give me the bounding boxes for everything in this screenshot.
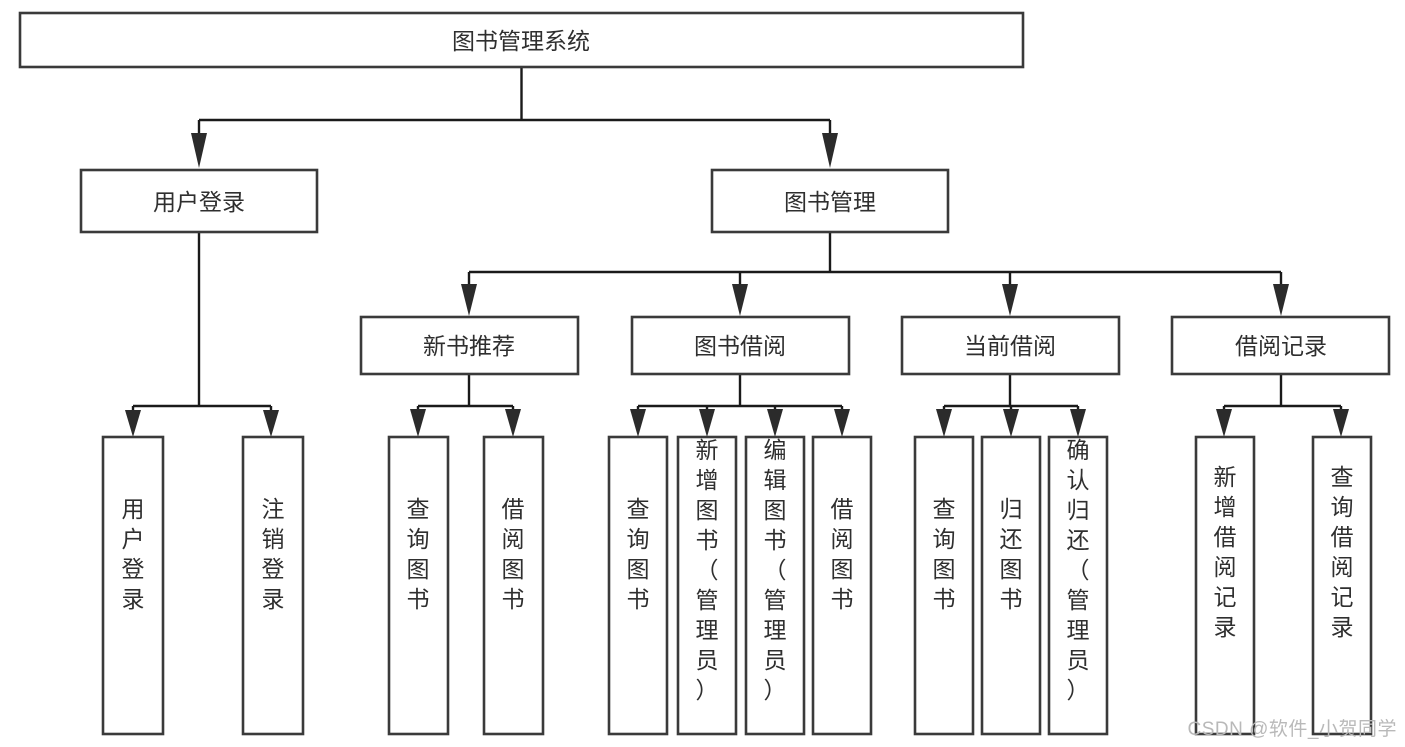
arrow-to-leaf-query-book-3 xyxy=(936,409,952,437)
leaf-borrow-book-2[interactable]: 借阅图书 xyxy=(811,435,873,736)
leaf-add-record[interactable]: 新增借阅记录 xyxy=(1194,435,1256,736)
node-borrow-record[interactable]: 借阅记录 xyxy=(1170,315,1391,376)
leaf-add-record-label: 新增借阅记录 xyxy=(1214,464,1237,640)
node-book-manage[interactable]: 图书管理 xyxy=(710,168,950,234)
connector-group-current-borrow xyxy=(936,374,1086,437)
connector-group-borrow-record xyxy=(1216,374,1349,437)
node-root-label: 图书管理系统 xyxy=(452,28,590,54)
leaf-borrow-book-1[interactable]: 借阅图书 xyxy=(482,435,545,736)
leaf-confirm-return-label: 确认归还（管理员） xyxy=(1067,437,1090,703)
arrow-to-leaf-query-book-2 xyxy=(630,409,646,437)
arrow-root-to-book-manage xyxy=(822,133,838,168)
leaf-query-book-1-rect[interactable] xyxy=(387,435,450,736)
node-current-borrow-rect[interactable] xyxy=(900,315,1121,376)
leaf-query-book-3[interactable]: 查询图书 xyxy=(913,435,975,736)
leaf-query-record-label: 查询借阅记录 xyxy=(1331,464,1354,640)
connector-group-book-manage xyxy=(461,232,1289,316)
node-user-login-label: 用户登录 xyxy=(153,189,245,215)
leaf-query-record[interactable]: 查询借阅记录 xyxy=(1311,435,1373,736)
leaf-edit-book[interactable]: 编辑图书（管理员） xyxy=(744,435,806,736)
node-new-book-recommend-rect[interactable] xyxy=(359,315,580,376)
leaf-add-book-rect[interactable] xyxy=(676,435,738,736)
node-new-book-recommend[interactable]: 新书推荐 xyxy=(359,315,580,376)
leaf-return-book[interactable]: 归还图书 xyxy=(980,435,1042,736)
arrow-to-leaf-confirm-return xyxy=(1070,409,1086,437)
leaf-query-book-2-label: 查询图书 xyxy=(627,496,650,612)
leaf-query-book-3-rect[interactable] xyxy=(913,435,975,736)
leaf-edit-book-rect[interactable] xyxy=(744,435,806,736)
leaf-add-book-label: 新增图书（管理员） xyxy=(696,437,719,703)
arrow-root-to-user-login xyxy=(191,133,207,168)
arrow-to-leaf-user-login xyxy=(125,410,141,437)
leaf-borrow-book-2-rect[interactable] xyxy=(811,435,873,736)
leaf-edit-book-label: 编辑图书（管理员） xyxy=(764,437,787,703)
node-user-login-rect[interactable] xyxy=(79,168,319,234)
connector-group-new-book-recommend xyxy=(410,374,521,437)
arrow-to-leaf-add-record xyxy=(1216,409,1232,437)
leaf-query-book-1[interactable]: 查询图书 xyxy=(387,435,450,736)
leaf-confirm-return[interactable]: 确认归还（管理员） xyxy=(1047,435,1109,736)
node-book-manage-rect[interactable] xyxy=(710,168,950,234)
node-book-borrow-rect[interactable] xyxy=(630,315,851,376)
leaf-user-login-rect[interactable] xyxy=(101,435,165,736)
arrow-to-leaf-query-record xyxy=(1333,409,1349,437)
arrow-to-current-borrow xyxy=(1002,284,1018,316)
node-root[interactable]: 图书管理系统 xyxy=(18,11,1025,69)
leaf-borrow-book-1-label: 借阅图书 xyxy=(502,496,525,612)
arrow-to-leaf-add-book xyxy=(699,409,715,437)
leaf-logout[interactable]: 注销登录 xyxy=(241,435,305,736)
arrow-to-leaf-borrow-book-1 xyxy=(505,409,521,437)
arrow-to-leaf-logout xyxy=(263,410,279,437)
leaf-user-login-label: 用户登录 xyxy=(122,496,145,612)
leaf-return-book-rect[interactable] xyxy=(980,435,1042,736)
leaf-query-book-1-label: 查询图书 xyxy=(407,496,430,612)
leaf-query-record-rect[interactable] xyxy=(1311,435,1373,736)
node-user-login[interactable]: 用户登录 xyxy=(79,168,319,234)
leaf-add-book[interactable]: 新增图书（管理员） xyxy=(676,435,738,736)
leaf-query-book-2[interactable]: 查询图书 xyxy=(607,435,669,736)
node-current-borrow-label: 当前借阅 xyxy=(964,333,1056,359)
arrow-to-book-borrow xyxy=(732,284,748,316)
node-new-book-recommend-label: 新书推荐 xyxy=(423,333,515,359)
node-book-borrow-label: 图书借阅 xyxy=(694,333,786,359)
leaf-logout-rect[interactable] xyxy=(241,435,305,736)
leaf-query-book-3-label: 查询图书 xyxy=(933,496,956,612)
arrow-to-borrow-record xyxy=(1273,284,1289,316)
node-borrow-record-rect[interactable] xyxy=(1170,315,1391,376)
leaf-logout-label: 注销登录 xyxy=(262,496,285,612)
leaf-query-book-2-rect[interactable] xyxy=(607,435,669,736)
leaf-confirm-return-rect[interactable] xyxy=(1047,435,1109,736)
connector-group-user-login xyxy=(125,232,279,437)
node-book-borrow[interactable]: 图书借阅 xyxy=(630,315,851,376)
node-root-rect[interactable] xyxy=(18,11,1025,69)
node-current-borrow[interactable]: 当前借阅 xyxy=(900,315,1121,376)
leaf-borrow-book-2-label: 借阅图书 xyxy=(831,496,854,612)
arrow-to-leaf-query-book-1 xyxy=(410,409,426,437)
leaf-user-login[interactable]: 用户登录 xyxy=(101,435,165,736)
leaf-borrow-book-1-rect[interactable] xyxy=(482,435,545,736)
node-book-manage-label: 图书管理 xyxy=(784,189,876,215)
arrow-to-new-book-recommend xyxy=(461,284,477,316)
arrow-to-leaf-borrow-book-2 xyxy=(834,409,850,437)
leaf-return-book-label: 归还图书 xyxy=(1000,496,1023,612)
arrow-to-leaf-return-book xyxy=(1003,409,1019,437)
node-borrow-record-label: 借阅记录 xyxy=(1235,333,1327,359)
connector-group-root xyxy=(191,67,838,168)
arrow-to-leaf-edit-book xyxy=(767,409,783,437)
connector-group-book-borrow xyxy=(630,374,850,437)
leaf-add-record-rect[interactable] xyxy=(1194,435,1256,736)
